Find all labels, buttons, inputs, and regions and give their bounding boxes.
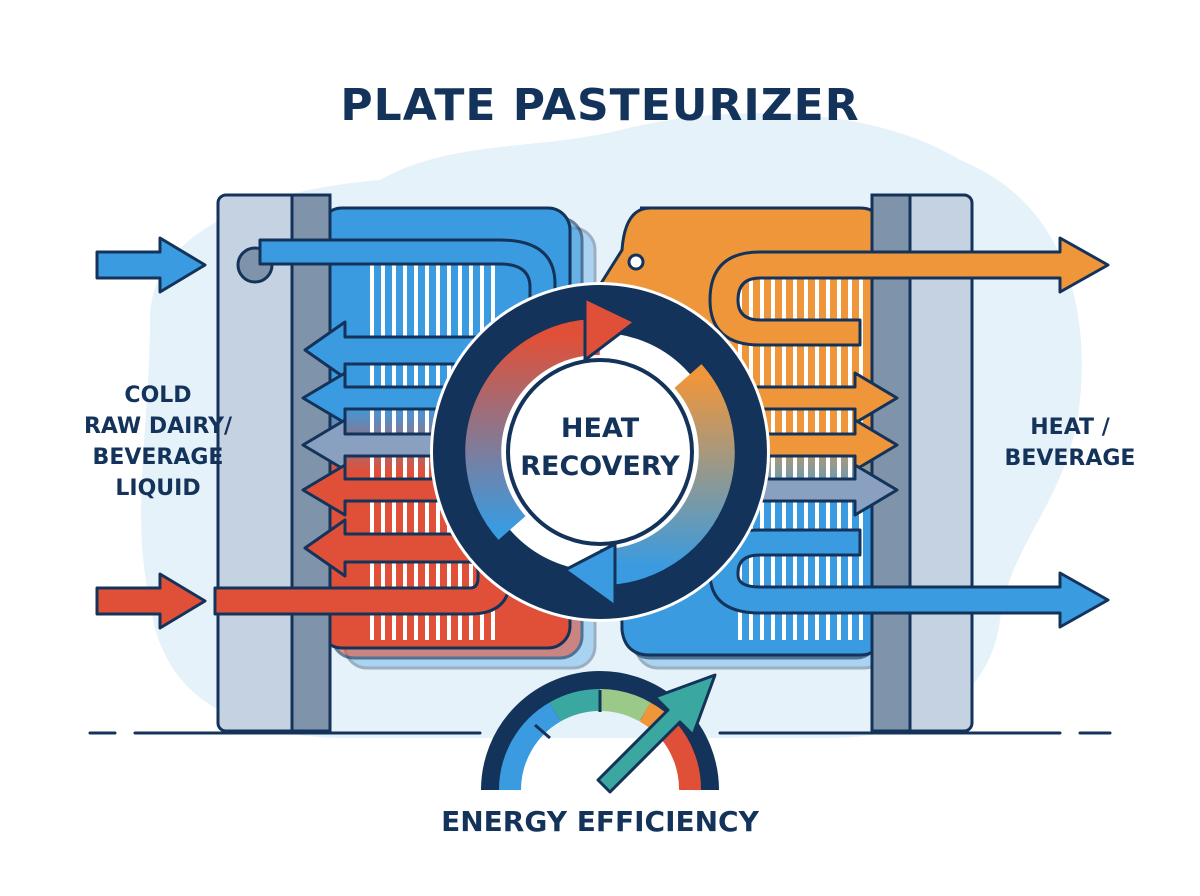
heat-recovery-label-line: HEAT xyxy=(560,413,640,444)
cold-inlet-label-line: LIQUID xyxy=(115,476,201,501)
heat-recovery-label-line: RECOVERY xyxy=(520,451,680,482)
heat-outlet-label-line: BEVERAGE xyxy=(1004,446,1136,471)
diagram-title: PLATE PASTEURIZER xyxy=(340,80,860,131)
hot-inlet-arrow xyxy=(95,572,207,630)
energy-efficiency-label: ENERGY EFFICIENCY xyxy=(441,805,759,838)
heat-outlet-label-line: HEAT / xyxy=(1030,415,1110,440)
cold-inlet-label-line: COLD xyxy=(124,383,192,408)
left-hot-loop xyxy=(213,518,512,616)
heat-outlet-label: HEAT / BEVERAGE xyxy=(985,412,1155,474)
heat-recovery-label: HEAT RECOVERY xyxy=(462,410,738,486)
heat-recovery-cycle-icon xyxy=(430,282,770,622)
cold-inlet-label-line: RAW DAIRY/ xyxy=(83,414,233,439)
cold-inlet-label: COLD RAW DAIRY/ BEVERAGE LIQUID xyxy=(58,380,258,504)
cold-inlet-arrow xyxy=(95,236,207,294)
cold-inlet-label-line: BEVERAGE xyxy=(92,445,224,470)
upward-trend-arrow-icon xyxy=(596,673,717,794)
right-hot-outlet-loop xyxy=(708,236,1110,347)
